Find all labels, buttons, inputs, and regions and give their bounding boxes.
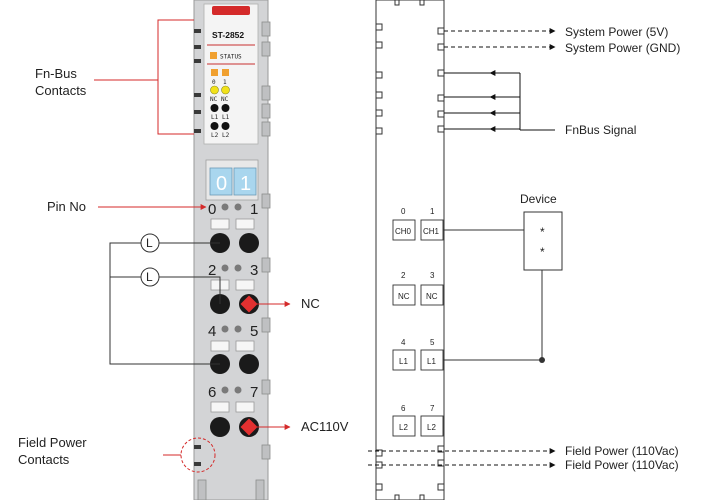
nc-callout: NC	[256, 296, 320, 311]
device-mark-1: *	[540, 225, 545, 239]
field-power-label-line1: Field Power	[18, 435, 87, 450]
black-led-l2-0	[210, 122, 219, 130]
field-power-line-2: Field Power (110Vac)	[368, 458, 679, 472]
io-module: ST-2852 STATUS 0 1 NC NC L1 L1 L2 L2 0 1…	[193, 0, 271, 500]
terminal-grid: 0 1 CH0 CH1 2 3 NC NC 4 5 L1 L1 6 7 L2 L…	[392, 207, 444, 437]
ac110v-red-marker	[240, 418, 258, 436]
terminal-box-4	[392, 349, 416, 371]
terminal-box-2	[392, 284, 416, 306]
window-digit-box-1	[233, 167, 257, 196]
load-symbol-2: L	[140, 267, 160, 287]
terminal-number-3: 3	[430, 271, 435, 280]
pin-number-5: 5	[250, 323, 258, 340]
terminal-box-3	[420, 284, 444, 306]
field-power-label-1: Field Power (110Vac)	[565, 444, 679, 458]
field-power-label-2: Field Power (110Vac)	[565, 458, 679, 472]
yellow-led-1	[221, 85, 230, 95]
terminal-label-3: NC	[426, 292, 438, 301]
device-junction	[539, 357, 545, 363]
device-mark-2: *	[540, 245, 545, 259]
window-digit-0: 0	[216, 173, 227, 195]
fn-bus-label-line1: Fn-Bus	[35, 66, 77, 81]
ac110v-callout: AC110V	[256, 419, 349, 434]
pin-no-label: Pin No	[47, 199, 86, 214]
system-power-5v-label: System Power (5V)	[565, 25, 668, 39]
field-power-line-1: Field Power (110Vac)	[368, 444, 679, 458]
pin-number-6: 6	[208, 384, 216, 401]
terminal-label-0: CH0	[395, 227, 412, 236]
terminal-number-1: 1	[430, 207, 435, 216]
terminal-number-5: 5	[430, 338, 435, 347]
terminal-box-7	[420, 415, 444, 437]
led-row-l1-0: L1	[211, 114, 219, 121]
led-number-0: 0	[212, 79, 216, 86]
terminal-number-2: 2	[401, 271, 406, 280]
led-number-1: 1	[223, 79, 227, 86]
terminal-number-7: 7	[430, 404, 435, 413]
window-digit-box-0	[209, 167, 233, 196]
module-model: ST-2852	[212, 30, 244, 40]
fn-bus-contacts-callout: Fn-Bus Contacts	[35, 19, 194, 135]
status-label: STATUS	[220, 54, 242, 61]
led-row-l2-0: L2	[211, 132, 219, 139]
device-box	[523, 211, 563, 271]
pin-row-4-5: 4 5	[208, 323, 258, 340]
fnbus-signal-label: FnBus Signal	[565, 123, 636, 137]
nc-label: NC	[301, 296, 320, 311]
load-symbol-1-label: L	[146, 236, 153, 250]
pin-number-2: 2	[208, 262, 216, 279]
channel-led-1	[222, 69, 229, 76]
pin-number-4: 4	[208, 323, 216, 340]
pin-row-0-1: 0 1	[208, 201, 258, 218]
pin-number-0: 0	[208, 201, 216, 218]
red-tab	[212, 6, 250, 15]
fn-bus-label-line2: Contacts	[35, 83, 87, 98]
terminal-number-6: 6	[401, 404, 406, 413]
pin-row-6-7: 6 7	[208, 384, 258, 401]
pin-number-3: 3	[250, 262, 258, 279]
device-label: Device	[520, 192, 557, 206]
channel-led-0	[211, 69, 218, 76]
terminal-label-7: L2	[427, 423, 436, 432]
device: Device * *	[520, 192, 563, 271]
black-led-l1-1	[221, 104, 230, 112]
pin-number-1: 1	[250, 201, 258, 218]
pin-no-callout: Pin No	[47, 199, 207, 214]
status-led	[210, 52, 217, 59]
black-led-l1-0	[210, 104, 219, 112]
load-symbol-1: L	[140, 233, 160, 253]
led-row-nc-1: NC	[221, 96, 229, 103]
ac110v-label: AC110V	[301, 419, 349, 434]
black-led-l2-1	[221, 122, 230, 130]
fn-bus-contact-slots	[194, 29, 201, 133]
yellow-led-0	[210, 85, 219, 95]
terminal-label-1: CH1	[423, 227, 440, 236]
terminal-number-0: 0	[401, 207, 406, 216]
terminal-label-4: L1	[399, 357, 408, 366]
system-power-gnd-line: System Power (GND)	[444, 41, 680, 55]
terminal-box-0	[392, 219, 416, 241]
terminal-label-2: NC	[398, 292, 410, 301]
field-power-contacts-callout: Field Power Contacts	[18, 435, 216, 473]
led-row-nc-0: NC	[210, 96, 218, 103]
terminal-label-6: L2	[399, 423, 408, 432]
led-row-l1-1: L1	[222, 114, 230, 121]
terminal-label-5: L1	[427, 357, 436, 366]
load-symbol-2-label: L	[146, 270, 153, 284]
system-power-5v-line: System Power (5V)	[444, 25, 668, 39]
window-digit-1: 1	[240, 173, 251, 195]
terminal-number-4: 4	[401, 338, 406, 347]
field-power-label-line2: Contacts	[18, 452, 70, 467]
led-row-l2-1: L2	[222, 132, 230, 139]
pin-number-7: 7	[250, 384, 258, 401]
fnbus-signal-lines	[444, 70, 555, 132]
terminal-box-6	[392, 415, 416, 437]
nc-red-marker	[240, 295, 258, 313]
system-power-gnd-label: System Power (GND)	[565, 41, 680, 55]
pin-row-2-3: 2 3	[208, 262, 258, 279]
